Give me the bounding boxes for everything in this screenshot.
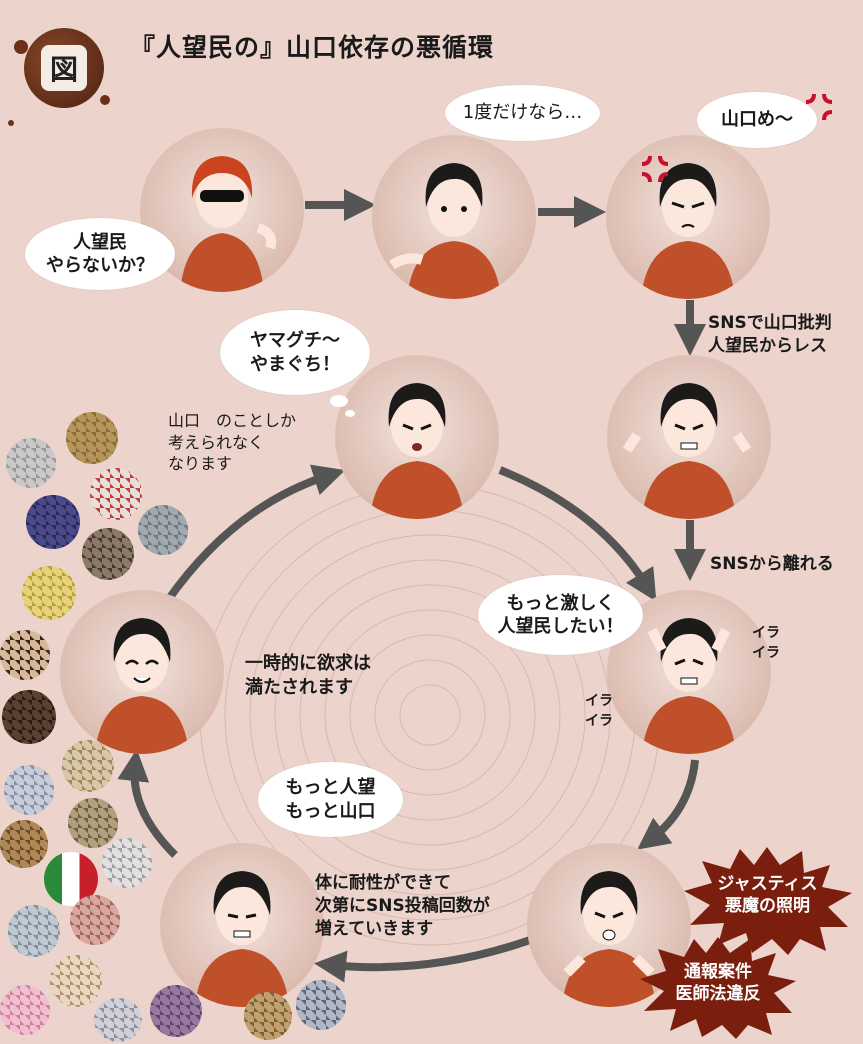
bubble-yamaguchi-chant: ヤマグチ～ やまぐち！ [220,310,370,395]
label-only-think: 山口 のことしか 考えられなく なります [168,411,297,474]
man-irritated-icon [642,618,736,754]
man-worried-icon [389,163,501,299]
label-tolerance: 体に耐性ができて 次第にSNS投稿回数が 増えていきます [315,873,490,939]
man-angry-icon [641,163,735,299]
burst-report-text: 通報案件 医師法違反 [675,962,761,1005]
man-happy-icon [95,618,189,754]
label-sns-criticize: SNSで山口批判 人望民からレス [708,313,832,356]
avatar [2,690,56,744]
avatar [244,992,292,1040]
burst-justice-text: ジャスティス 悪魔の照明 [717,874,818,917]
avatar [22,566,76,620]
avatar [8,905,60,957]
avatar [82,528,134,580]
thought-dot [330,395,348,407]
burst-justice: ジャスティス 悪魔の照明 [680,845,855,955]
man-obsessed-icon [370,383,464,519]
avatar [50,955,102,1007]
burst-report: 通報案件 医師法違反 [638,935,798,1040]
avatar [26,495,80,549]
man-frustrated-icon [622,383,752,519]
avatar [66,412,118,464]
avatar [102,838,152,888]
bubble-more-intense: もっと激しく 人望民したい！ [478,575,643,655]
character-obsessed [335,355,499,519]
bubble-more-more: もっと人望 もっと山口 [258,762,403,837]
character-tolerant [160,843,324,1007]
label-leave-sns: SNSから離れる [710,554,834,574]
arc-top-left [164,464,346,603]
character-frustrated [607,355,771,519]
arc-left [117,749,178,858]
avatar [90,468,142,520]
thought-dot [345,410,355,417]
starburst-icon [640,937,796,1039]
ink-splat [100,95,110,105]
anger-mark-icon [641,155,669,183]
arc-bottom [314,936,532,983]
avatar [70,895,120,945]
irritation-lower: イラ イラ [585,693,613,729]
avatar [0,630,50,680]
avatar [296,980,346,1030]
ink-splat [14,40,28,54]
bubble-invite: 人望民 やらないか？ [25,218,175,290]
label-satisfied: 一時的に欲求は 満たされます [245,653,371,699]
character-angry [606,135,770,299]
page-title: 『人望民の』山口依存の悪循環 [130,33,495,62]
avatar [138,505,188,555]
character-shaking [527,843,691,1007]
bubble-once: 1度だけなら… [445,85,600,141]
ink-splat [8,120,14,126]
arc-right [637,759,699,850]
anger-mark-icon [805,93,833,121]
arc-top-right [498,466,657,602]
avatar [94,998,142,1042]
figure-badge-label: 図 [41,45,87,91]
character-invite [140,128,304,292]
starburst-icon [684,847,852,955]
avatar [62,740,114,792]
bubble-yamaguchi-me: 山口め～ [697,92,817,148]
avatar [0,820,48,868]
character-satisfied [60,590,224,754]
avatar [6,438,56,488]
man-shaking-icon [562,871,656,1007]
irritation-upper: イラ イラ [752,625,780,661]
avatar [4,765,54,815]
avatar [150,985,202,1037]
character-curious [372,135,536,299]
woman-sunglasses-icon [180,156,277,292]
avatar [0,985,50,1035]
man-grimace-icon [195,871,289,1007]
figure-badge: 図 [24,28,104,108]
avatar [68,798,118,848]
